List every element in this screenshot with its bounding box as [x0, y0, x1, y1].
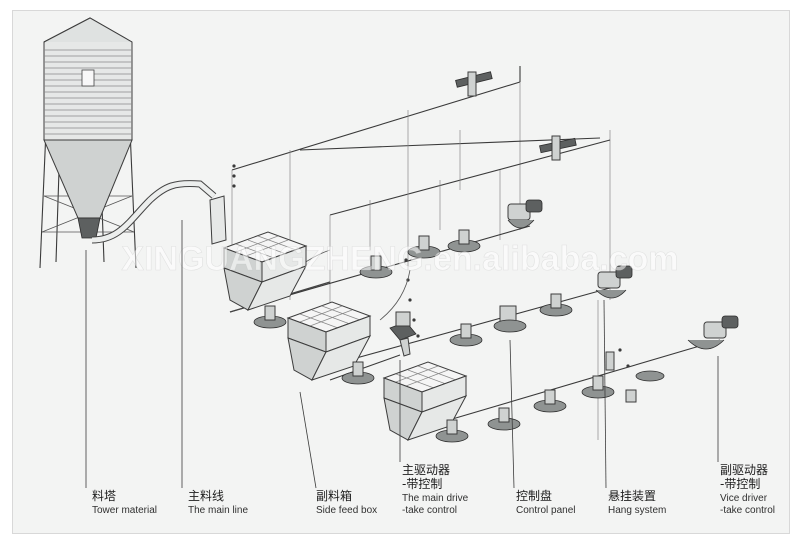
drive-unit-line-1: [507, 199, 543, 229]
drive-unit-line-2: [595, 265, 633, 299]
feed-hopper-1: [209, 195, 308, 311]
label-side-feed-box: 副料箱 Side feed box: [316, 488, 377, 516]
svg-text:主料线: 主料线: [188, 489, 224, 503]
watermark-text: XINGUANGZHENG.en.alibaba.com: [121, 240, 678, 278]
svg-text:悬挂装置: 悬挂装置: [608, 489, 656, 503]
feed-hopper-2: [286, 301, 372, 381]
svg-text:Tower material: Tower material: [92, 505, 157, 516]
label-main-drive: 主驱动器 -带控制 The main drive -take control: [402, 463, 469, 516]
svg-text:副驱动器: 副驱动器: [720, 463, 768, 477]
control-panel-unit: [499, 305, 637, 403]
vice-drive-unit: [687, 315, 739, 350]
label-main-line: 主料线 The main line: [188, 489, 248, 516]
svg-text:副料箱: 副料箱: [316, 488, 352, 503]
label-hang-system: 悬挂装置 Hang system: [608, 489, 666, 516]
svg-text:-带控制: -带控制: [402, 477, 442, 491]
feeder-pans: [253, 229, 665, 443]
silo: [39, 17, 137, 269]
svg-text:-take control: -take control: [720, 505, 775, 516]
svg-text:Side feed box: Side feed box: [316, 505, 377, 516]
svg-text:-带控制: -带控制: [720, 477, 760, 491]
leader-lines: [85, 220, 719, 489]
label-tower-material: 料塔 Tower material: [92, 489, 157, 516]
label-control-panel: 控制盘 Control panel: [516, 488, 575, 516]
svg-text:The main line: The main line: [188, 505, 248, 516]
svg-text:The main drive: The main drive: [402, 493, 469, 504]
svg-text:Hang system: Hang system: [608, 505, 666, 516]
main-drive-unit: [389, 311, 417, 357]
svg-text:Control panel: Control panel: [516, 505, 575, 516]
feed-hopper-3: [382, 361, 468, 441]
svg-text:控制盘: 控制盘: [516, 488, 552, 503]
label-vice-driver: 副驱动器 -带控制 Vice driver -take control: [720, 463, 775, 516]
diagram-panel: [12, 10, 790, 534]
svg-text:料塔: 料塔: [92, 489, 116, 503]
svg-text:Vice driver: Vice driver: [720, 493, 768, 504]
svg-text:-take control: -take control: [402, 505, 457, 516]
hang-cables: [231, 66, 630, 440]
svg-text:主驱动器: 主驱动器: [402, 463, 450, 477]
